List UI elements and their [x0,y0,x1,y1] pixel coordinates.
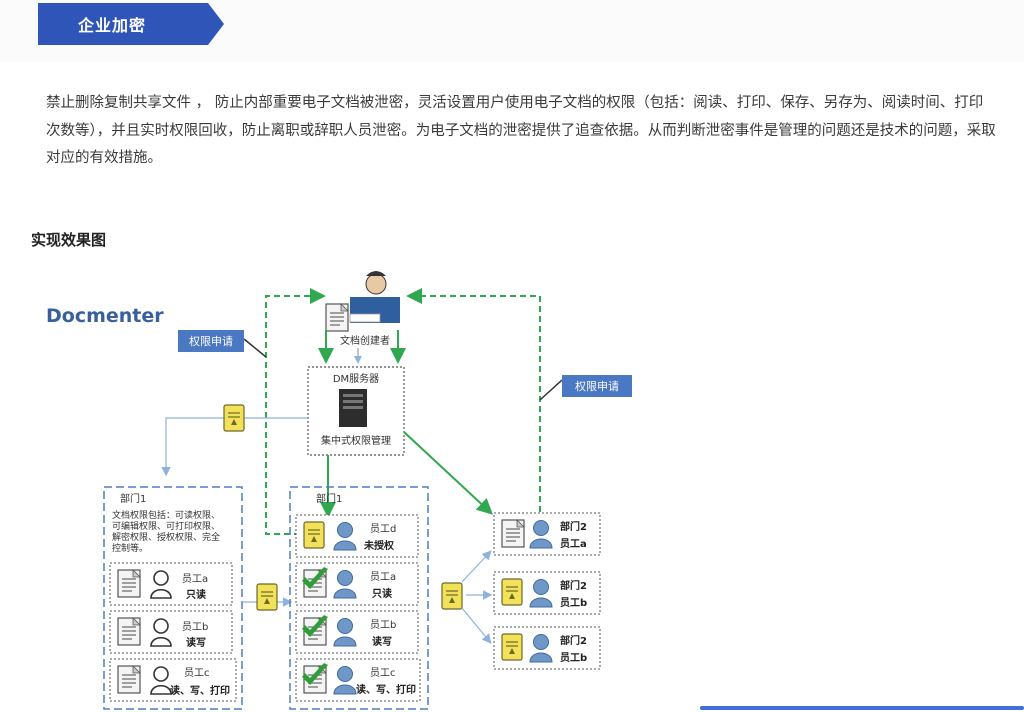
svg-text:员工a: 员工a [370,571,396,583]
request-path-left [265,288,326,535]
svg-text:员工b: 员工b [370,619,396,631]
server-caption: 集中式权限管理 [321,434,391,447]
brand-logo: Docmenter [46,305,164,327]
svg-text:读、写、打印: 读、写、打印 [170,684,230,697]
svg-text:只读: 只读 [186,588,206,601]
svg-text:部门2: 部门2 [560,634,587,647]
mid-staff-row: 员工d 未授权 [295,514,419,558]
bottom-accent-line [700,706,1024,710]
intro-paragraph: 禁止删除复制共享文件 ， 防止内部重要电子文档被泄密，灵活设置用户使用电子文档的… [46,95,996,166]
header-banner: 企业加密 [38,3,224,45]
server-to-left-line [161,417,308,477]
request-pointer-left [243,338,267,358]
left-dept-desc-3: 解密权限、授权权限、完全 [112,531,220,543]
left-dept-desc-1: 文档权限包括：可读权限、 [112,509,220,521]
request-tag-right [562,375,632,397]
right-staff-row: 部门2 员工b [493,571,601,615]
right-staff-row: 部门2 员工b [493,626,601,670]
svg-text:员工c: 员工c [370,667,396,679]
request-tag-right-label: 权限申请 [575,380,619,393]
creator-person-icon [349,271,400,323]
mid-dept-title: 部门1 [316,492,342,505]
server-label: DM服务器 [333,372,379,385]
svg-text:未授权: 未授权 [363,539,395,552]
request-tag-left-label: 权限申请 [189,335,233,348]
svg-text:只读: 只读 [372,587,392,600]
mid-yellow-doc-icon [256,583,278,611]
svg-text:员工d: 员工d [370,523,396,535]
svg-text:员工b: 员工b [560,597,587,609]
creator-document-icon [325,303,349,332]
server-to-right-arrow [403,431,493,515]
header-title: 企业加密 [78,16,147,35]
svg-text:员工b: 员工b [560,652,587,664]
right-yellow-doc-icon [441,582,463,610]
mid-staff-row: 员工c 读、写、打印 [295,658,421,702]
mid-staff-row: 员工a 只读 [295,562,419,606]
left-yellow-doc-icon [223,404,245,432]
left-dept-desc-4: 控制等。 [112,542,148,554]
svg-text:员工b: 员工b [182,621,208,633]
server-icon [339,389,367,427]
svg-text:读写: 读写 [372,635,392,648]
section-title: 实现效果图 [31,231,107,249]
svg-text:部门2: 部门2 [560,579,587,592]
request-tag-left [178,330,244,352]
svg-text:读写: 读写 [186,636,206,649]
creator-label: 文档创建者 [340,334,390,347]
request-path-right [406,288,541,512]
mid-staff-row: 员工b 读写 [295,610,419,654]
permission-diagram: Docmenter 权限申请 权限申请 文档创建者 DM服务器 集中式权限管理 … [0,262,1024,712]
svg-text:员工c: 员工c [184,667,210,679]
mid-to-right-arrow-3 [461,607,492,644]
left-dept-desc-2: 可编辑权限、可打印权限、 [112,520,220,532]
mid-to-right-arrow-1 [461,550,492,583]
svg-text:部门2: 部门2 [560,520,587,533]
left-dept-title: 部门1 [120,492,146,505]
request-pointer-right [539,379,563,401]
left-staff-row: 员工c 读、写、打印 [109,658,237,702]
svg-text:读、写、打印: 读、写、打印 [356,683,416,696]
left-staff-row: 员工b 读写 [109,610,233,654]
diagram-canvas: Docmenter 权限申请 权限申请 文档创建者 DM服务器 集中式权限管理 … [46,271,632,710]
right-staff-row: 部门2 员工a [493,512,601,556]
left-staff-row: 员工a 只读 [109,562,233,606]
svg-text:员工a: 员工a [560,538,587,550]
svg-text:员工a: 员工a [182,573,208,585]
